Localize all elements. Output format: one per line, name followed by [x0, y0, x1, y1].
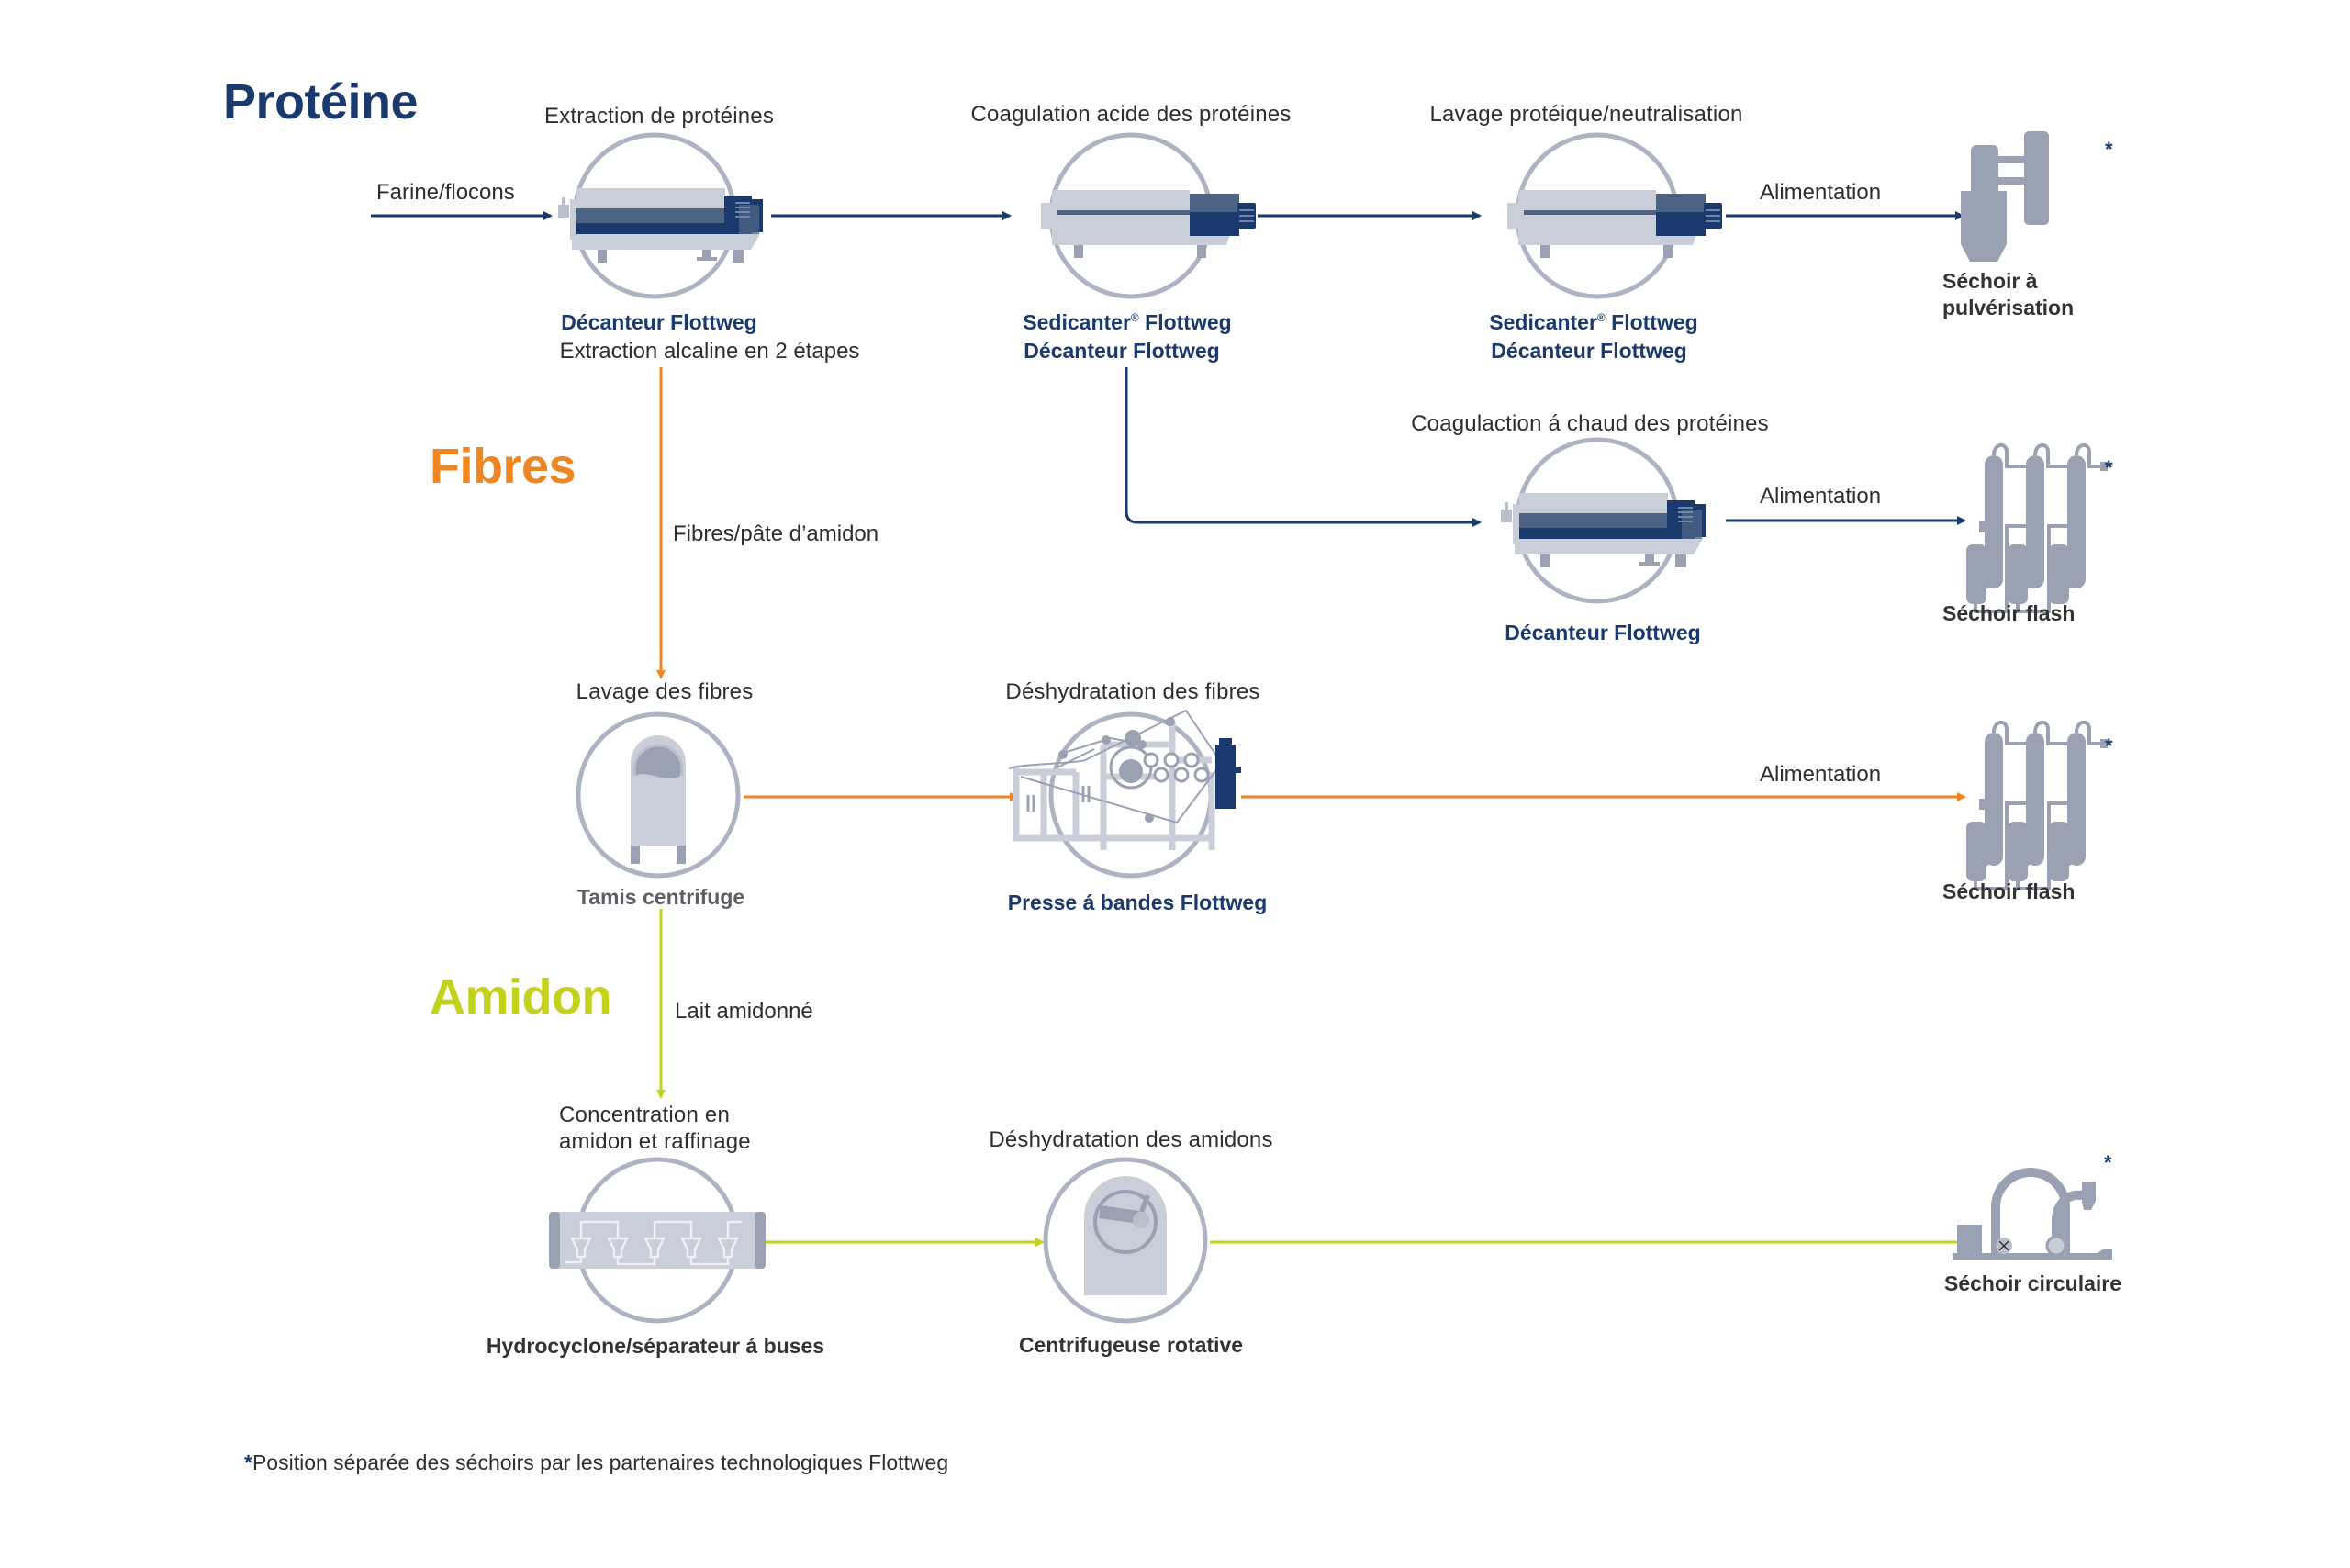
- decanter-icon: [557, 135, 764, 297]
- feed-label: Alimentation: [1760, 180, 1882, 205]
- dryer-label: Séchoir circulaire: [1944, 1271, 2122, 1295]
- step-title: Lavage des fibres: [576, 679, 754, 704]
- machine-label: Hydrocyclone/séparateur á buses: [486, 1334, 825, 1358]
- machine-note: Extraction alcaline en 2 étapes: [559, 339, 860, 364]
- machine-label: Décanteur Flottweg: [1491, 339, 1687, 363]
- machine-label: Sedicanter® Flottweg: [1489, 310, 1698, 334]
- section-title-protein: Protéine: [223, 74, 419, 129]
- step-title: Coagulaction á chaud des protéines: [1411, 411, 1769, 436]
- machine-label: Décanteur Flottweg: [561, 310, 757, 334]
- asterisk: *: [2104, 1151, 2112, 1174]
- dryer-label: Séchoir flash: [1942, 879, 2076, 903]
- step-title: Déshydratation des fibres: [1005, 679, 1260, 704]
- machine-label: Décanteur Flottweg: [1505, 621, 1701, 644]
- sedicanter-icon: [1506, 135, 1723, 297]
- decanter-icon: [1500, 440, 1707, 601]
- footnote-asterisk: *: [244, 1450, 252, 1474]
- footnote-text: Position séparée des séchoirs par les pa…: [252, 1450, 949, 1474]
- link-label: Lait amidonné: [675, 999, 813, 1024]
- dryer-label: pulvérisation: [1942, 296, 2075, 319]
- starch-flow-lines: [656, 909, 1966, 1247]
- input-label: Farine/flocons: [376, 180, 515, 205]
- step-title: Déshydratation des amidons: [989, 1127, 1273, 1152]
- flash-dryer-icon: [1964, 442, 2109, 613]
- protein-flow-lines: [371, 211, 1966, 527]
- dryer-label: Séchoir flash: [1942, 601, 2076, 625]
- centrifugal-sieve-icon: [578, 714, 738, 876]
- belt-press-icon: [1009, 709, 1241, 876]
- footnote: *Position séparée des séchoirs par les p…: [244, 1450, 948, 1474]
- step-title: Coagulation acide des protéines: [970, 102, 1292, 127]
- peeler-centrifuge-icon: [1046, 1159, 1205, 1321]
- step-title: amidon et raffinage: [559, 1129, 751, 1154]
- hydrocyclone-icon: [549, 1159, 766, 1321]
- spray-dryer-icon: [1961, 131, 2049, 262]
- machine-label: Tamis centrifuge: [576, 885, 745, 909]
- section-title-fibres: Fibres: [430, 439, 576, 494]
- asterisk: *: [2105, 138, 2113, 161]
- step-title: Concentration en: [559, 1103, 730, 1127]
- asterisk: *: [2105, 456, 2113, 479]
- dryer-label: Séchoir à: [1942, 269, 2038, 293]
- flash-dryer-icon: [1964, 720, 2109, 890]
- machine-label: Centrifugeuse rotative: [1018, 1333, 1244, 1357]
- machine-label: Décanteur Flottweg: [1024, 339, 1220, 363]
- sedicanter-icon: [1040, 135, 1257, 297]
- asterisk: *: [2105, 734, 2113, 757]
- branch-arrow: [1125, 367, 1482, 527]
- fibres-flow-lines: [656, 367, 1966, 801]
- section-title-starch: Amidon: [430, 969, 611, 1025]
- link-label: Fibres/pâte d’amidon: [673, 521, 879, 546]
- feed-label: Alimentation: [1760, 762, 1882, 787]
- step-title: Extraction de protéines: [543, 104, 775, 129]
- step-title: Lavage protéique/neutralisation: [1429, 102, 1743, 127]
- machine-label: Presse á bandes Flottweg: [1007, 890, 1268, 914]
- machine-label: Sedicanter® Flottweg: [1023, 310, 1232, 334]
- ring-dryer-icon: [1953, 1168, 2112, 1260]
- feed-label: Alimentation: [1760, 484, 1882, 509]
